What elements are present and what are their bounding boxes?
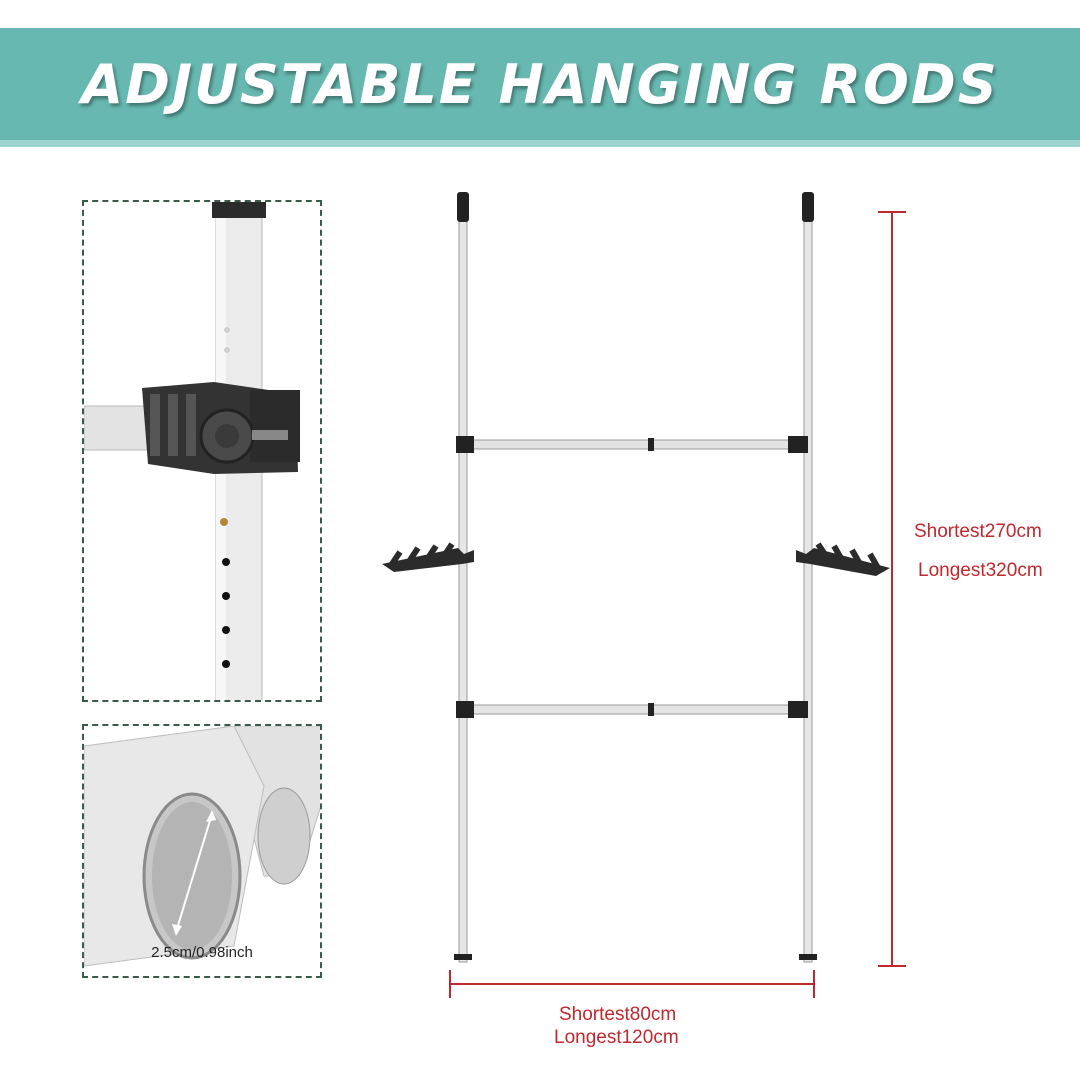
clamp-detail-panel	[82, 200, 322, 702]
clamp-detail-illustration	[84, 202, 300, 700]
width-longest-label: Longest120cm	[554, 1027, 679, 1048]
height-longest-label: Longest320cm	[918, 560, 1043, 581]
banner-underline	[0, 140, 1080, 147]
height-shortest-label: Shortest270cm	[914, 521, 1042, 542]
pipe-detail-panel: 2.5cm/0.98inch	[82, 724, 322, 978]
banner-title: ADJUSTABLE HANGING RODS	[81, 52, 999, 116]
rack-illustration	[382, 192, 906, 998]
pipe-crosssection-illustration	[84, 726, 320, 967]
title-banner: ADJUSTABLE HANGING RODS	[0, 28, 1080, 140]
width-shortest-label: Shortest80cm	[559, 1004, 677, 1025]
pipe-diameter-label: 2.5cm/0.98inch	[151, 944, 253, 961]
